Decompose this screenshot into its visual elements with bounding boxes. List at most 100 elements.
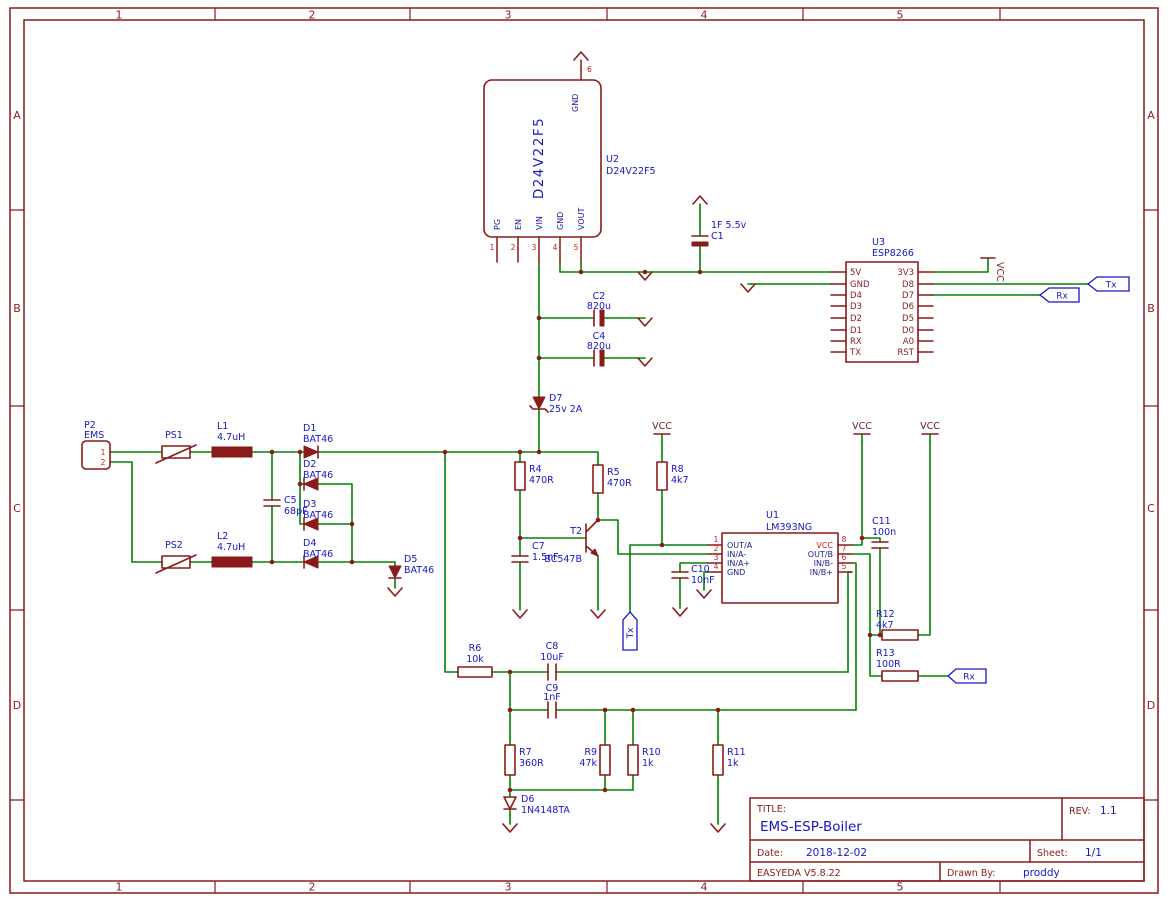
c4-plate-polarized bbox=[599, 349, 605, 367]
component-ps1-polyfuse[interactable]: PS1 bbox=[155, 430, 197, 464]
component-c1-capacitor[interactable]: 1F 5.5v C1 bbox=[691, 220, 747, 247]
component-d7-zener[interactable]: D7 25v 2A bbox=[529, 393, 583, 415]
ground-symbol[interactable] bbox=[573, 51, 589, 61]
d1-triangle bbox=[303, 445, 319, 459]
u3-body bbox=[845, 261, 919, 363]
vcc-symbol[interactable]: VCC bbox=[920, 421, 940, 435]
component-ps2-polyfuse[interactable]: PS2 bbox=[155, 540, 197, 574]
component-l2-inductor[interactable]: L2 4.7uH bbox=[211, 531, 253, 568]
component-r5-resistor[interactable]: R5 470R bbox=[592, 464, 632, 494]
component-c11-capacitor[interactable]: C11 100n bbox=[871, 516, 896, 549]
component-d5-diode[interactable]: D5 BAT46 bbox=[388, 554, 434, 579]
wire[interactable] bbox=[519, 433, 949, 711]
component-d3-diode[interactable]: D3 BAT46 bbox=[303, 499, 333, 531]
u1-pin-stubs[interactable] bbox=[707, 544, 853, 573]
u2-pin-name: PG bbox=[493, 219, 502, 230]
component-r11-resistor[interactable]: R11 1k bbox=[712, 744, 746, 776]
junction-dot bbox=[877, 632, 883, 638]
r10-body bbox=[627, 744, 639, 776]
component-r8-resistor[interactable]: R8 4k7 bbox=[656, 461, 689, 491]
component-c7-capacitor[interactable]: C7 1.5nF bbox=[511, 541, 559, 563]
tx-flag[interactable]: Tx bbox=[1086, 276, 1130, 292]
r5-ref: R5 bbox=[607, 467, 620, 478]
component-d6-diode[interactable]: D6 1N4148TA bbox=[503, 794, 570, 816]
component-l1-inductor[interactable]: L1 4.7uH bbox=[211, 421, 253, 458]
r7-body bbox=[504, 744, 516, 776]
r4-value: 470R bbox=[529, 475, 554, 486]
u3-pin-name: 5V bbox=[850, 268, 861, 278]
rx-flag[interactable]: Rx bbox=[947, 668, 987, 684]
ground-symbol[interactable] bbox=[502, 823, 518, 833]
component-d4-diode[interactable]: D4 BAT46 bbox=[303, 538, 333, 569]
ground-symbol[interactable] bbox=[692, 195, 708, 205]
component-c4-capacitor[interactable]: C4 820u bbox=[587, 331, 611, 367]
component-u2-regulator[interactable]: D24V22F5 U2 D24V22F5 1 2 3 4 5 6 PG EN V… bbox=[483, 59, 656, 263]
tx-flag-label: Tx bbox=[1105, 281, 1117, 291]
r5-body bbox=[592, 464, 604, 494]
junction-dot bbox=[517, 535, 523, 541]
u1-pin-number: 4 bbox=[714, 562, 719, 571]
r6-ref: R6 bbox=[469, 643, 482, 654]
c1-ref: C1 bbox=[711, 231, 724, 242]
component-r9-resistor[interactable]: R9 47k bbox=[579, 744, 611, 776]
component-r13-resistor[interactable]: R13 100R bbox=[876, 648, 919, 682]
l2-value: 4.7uH bbox=[217, 542, 245, 553]
frame-inner-border bbox=[23, 19, 1145, 882]
ground-symbol[interactable] bbox=[637, 317, 653, 327]
c8-plates bbox=[547, 663, 557, 681]
component-c9-capacitor[interactable]: C9 1nF bbox=[543, 683, 561, 719]
ground-symbol[interactable] bbox=[387, 587, 403, 597]
ground-symbol[interactable] bbox=[740, 283, 756, 293]
component-c2-capacitor[interactable]: C2 820u bbox=[587, 291, 611, 327]
frame-row-label: A bbox=[1147, 109, 1155, 122]
component-r10-resistor[interactable]: R10 1k bbox=[627, 744, 661, 776]
u3-pin-name: D1 bbox=[850, 326, 862, 336]
component-p2-connector[interactable]: P2 EMS 1 2 bbox=[81, 420, 111, 470]
ground-symbols[interactable] bbox=[387, 51, 756, 833]
drawn-by-label: Drawn By: bbox=[947, 868, 996, 879]
ground-symbol[interactable] bbox=[710, 823, 726, 833]
vcc-symbol[interactable]: VCC bbox=[980, 257, 1005, 282]
component-u3-esp8266[interactable]: U3 ESP8266 5V GND D4 D3 D2 D1 RX TX 3V3 … bbox=[830, 237, 934, 363]
junction-dot bbox=[536, 315, 542, 321]
ground-symbol[interactable] bbox=[672, 607, 688, 617]
ground-symbol[interactable] bbox=[512, 609, 528, 619]
component-c8-capacitor[interactable]: C8 10uF bbox=[540, 641, 564, 681]
component-r12-resistor[interactable]: R12 4k7 bbox=[876, 609, 919, 641]
wires[interactable] bbox=[109, 203, 1089, 825]
wire[interactable] bbox=[444, 451, 857, 825]
u2-pin-stubs[interactable] bbox=[496, 59, 582, 263]
c4-ref: C4 bbox=[593, 331, 606, 342]
component-r4-resistor[interactable]: R4 470R bbox=[514, 461, 554, 491]
frame-row-label: B bbox=[13, 302, 21, 315]
junction-dot bbox=[578, 269, 584, 275]
u3-pin-name: D7 bbox=[902, 291, 914, 301]
tx-flag[interactable]: Tx bbox=[622, 611, 638, 651]
component-u1-comparator[interactable]: U1 LM393NG 1 2 3 4 8 7 6 5 OUT/A IN/A- I… bbox=[707, 510, 853, 604]
r4-body bbox=[514, 461, 526, 491]
vcc-symbol[interactable]: VCC bbox=[852, 421, 872, 435]
ps2-body bbox=[161, 555, 191, 569]
component-r7-resistor[interactable]: R7 360R bbox=[504, 744, 544, 776]
component-c10-capacitor[interactable]: C10 10nF bbox=[671, 564, 715, 586]
junction-dot bbox=[297, 481, 303, 487]
ground-symbol[interactable] bbox=[637, 357, 653, 367]
component-t2-transistor[interactable]: T2 BC547B bbox=[544, 519, 599, 565]
l1-value: 4.7uH bbox=[217, 432, 245, 443]
component-d2-diode[interactable]: D2 BAT46 bbox=[303, 459, 333, 491]
u3-pin-stubs[interactable] bbox=[830, 271, 934, 353]
vcc-symbol[interactable]: VCC bbox=[652, 421, 672, 435]
rx-flag[interactable]: Rx bbox=[1038, 287, 1080, 303]
net-flags[interactable]: Tx Rx Tx Rx bbox=[622, 276, 1130, 684]
component-c5-capacitor[interactable]: C5 68pF bbox=[263, 495, 308, 517]
ground-symbol[interactable] bbox=[590, 609, 606, 619]
wire[interactable] bbox=[538, 203, 1089, 453]
ground-symbol[interactable] bbox=[696, 589, 712, 599]
component-d1-diode[interactable]: D1 BAT46 bbox=[303, 423, 333, 459]
rev-label: REV: bbox=[1069, 806, 1091, 817]
vcc-symbols[interactable]: VCC VCC VCC VCC bbox=[652, 257, 1005, 435]
u2-part: D24V22F5 bbox=[606, 166, 656, 177]
u3-pin-name: D2 bbox=[850, 314, 862, 324]
component-r6-resistor[interactable]: R6 10k bbox=[457, 643, 493, 678]
